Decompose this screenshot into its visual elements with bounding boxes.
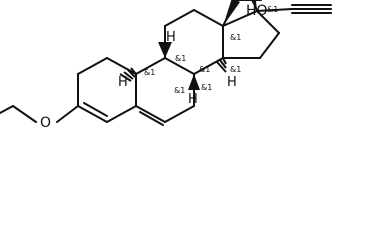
bond-a6	[77, 105, 108, 123]
stereo-c17: &1	[267, 5, 278, 14]
bond-a1	[106, 105, 137, 123]
wedge-c17-oh	[250, 0, 257, 11]
bond-b1-double	[139, 111, 164, 126]
bond-c4	[164, 9, 195, 27]
bond-b1	[135, 105, 166, 123]
bond-a3	[106, 57, 137, 75]
wedge-c8-h	[188, 74, 200, 90]
bond-b4	[164, 57, 195, 75]
bond-d3	[256, 10, 280, 34]
h-label-c8: H	[188, 92, 198, 107]
stereo-c9: &1	[175, 54, 186, 63]
hash-c14-h-3	[216, 61, 227, 73]
h-label-c14: H	[227, 75, 237, 90]
bond-c3	[193, 9, 224, 27]
hash-c10-h-3	[123, 71, 134, 80]
bond-d2	[259, 32, 280, 59]
bond-ethoxy-3	[0, 105, 14, 114]
hash-c14-h-1	[222, 57, 227, 65]
bond-a4	[77, 57, 108, 75]
bond-a6-double	[83, 102, 108, 117]
stereo-c8b: &1	[201, 83, 212, 92]
bond-ethoxy-1	[56, 105, 79, 123]
bond-alkyne-stub	[256, 8, 293, 12]
stereo-c14: &1	[230, 65, 241, 74]
molecule-drawing: HO O H H H H &1 &1 &1 &1 &1 &1 &1 &1	[0, 0, 332, 131]
h-label-c9: H	[166, 30, 176, 45]
structure-canvas: HO O H H H H &1 &1 &1 &1 &1 &1 &1 &1	[0, 0, 332, 131]
wedge-c9-h	[158, 42, 172, 58]
h-label-c10: H	[118, 75, 128, 90]
bond-b5	[135, 57, 166, 75]
stereo-c8: &1	[199, 65, 210, 74]
hydroxyl-label: HO	[246, 3, 268, 19]
hash-c14-h-2	[219, 59, 227, 69]
bond-d4	[222, 10, 258, 27]
bond-ethoxy-2	[12, 105, 37, 123]
bond-c1	[193, 57, 224, 75]
hash-c10-h-1	[130, 67, 137, 75]
stereo-c10: &1	[144, 68, 155, 77]
stereo-c13: &1	[230, 33, 241, 42]
bond-b2	[164, 105, 195, 123]
stereo-c9b: &1	[174, 86, 185, 95]
wedge-c13-ethyl	[223, 0, 240, 26]
hash-c10-h-4	[119, 73, 132, 82]
ether-oxygen-label: O	[40, 115, 51, 131]
hash-c10-h-2	[127, 69, 136, 78]
